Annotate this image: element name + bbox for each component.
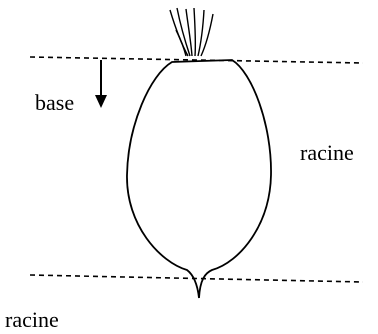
racine-label-right: racine — [300, 142, 354, 164]
base-label: base — [35, 92, 74, 114]
top-dashed-line — [30, 57, 363, 63]
racine-label-bottom: racine — [5, 309, 59, 331]
leaf-tuft — [170, 8, 213, 56]
bottom-dashed-line — [30, 275, 363, 282]
root-body — [127, 60, 271, 298]
down-arrow-icon — [95, 60, 107, 108]
